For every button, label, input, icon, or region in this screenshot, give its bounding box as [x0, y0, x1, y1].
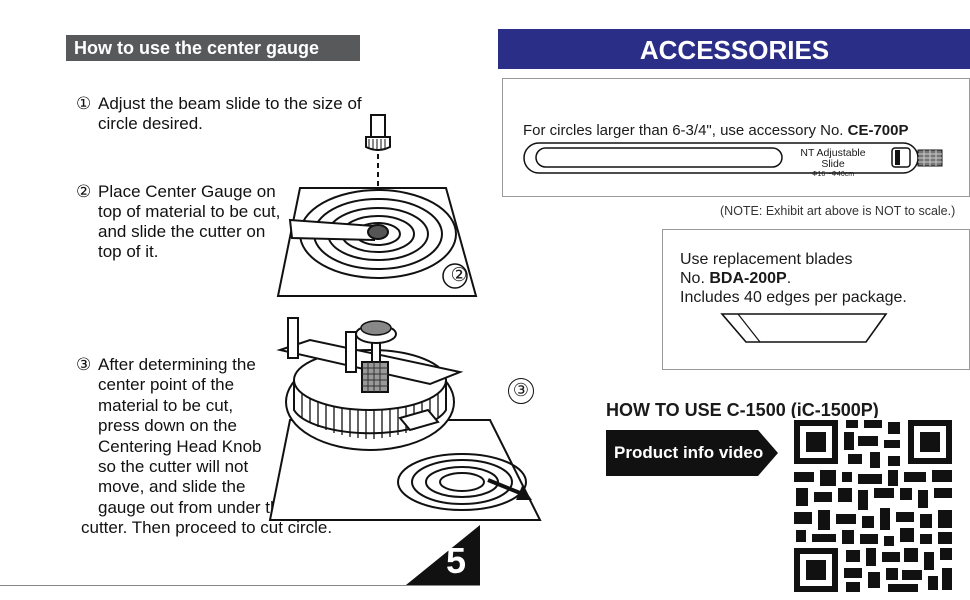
step-3-line-4: press down on the: [98, 416, 237, 436]
step-2-line-2: top of material to be cut,: [98, 202, 281, 221]
step-3-line-8: gauge out from under the: [98, 497, 289, 517]
step-3-line-7: move, and slide the: [98, 477, 246, 497]
step-3-line-9: cutter. Then proceed to cut circle.: [81, 518, 333, 538]
replacement-blades-text: Use replacement blades No. BDA-200P. Inc…: [680, 250, 907, 307]
blades-part-number: BDA-200P: [709, 270, 787, 287]
step-1-line-2: circle desired.: [98, 114, 203, 133]
figure-3-label: ③: [512, 380, 530, 400]
figure-3-circle: [508, 378, 534, 404]
step-3-line-5: Centering Head Knob: [98, 436, 262, 456]
step-2-line-1: Place Center Gauge on: [98, 182, 276, 201]
qr-code-icon[interactable]: [792, 418, 954, 594]
product-info-video-button[interactable]: Product info video: [606, 430, 778, 476]
page-number-tab: [406, 525, 480, 585]
step-3-line-1: After determining the: [98, 355, 256, 374]
step-1-line-1: Adjust the beam slide to the size of: [98, 94, 362, 113]
page-number: 5: [446, 540, 467, 581]
figure-2-illustration: [276, 114, 478, 297]
step-1: ① Adjust the beam slide to the size of ci…: [76, 94, 362, 134]
arrow-right-icon: [606, 430, 778, 476]
step-3-line-3: material to be cut,: [98, 395, 234, 415]
step-2-line-3: and slide the cutter on: [98, 222, 266, 241]
section-heading: How to use the center gauge: [66, 35, 360, 61]
blades-line-2: No. BDA-200P.: [680, 269, 907, 288]
step-2-number: ②: [76, 182, 92, 201]
step-3-number: ③: [76, 355, 92, 374]
step-3-line-2: center point of the: [98, 375, 235, 395]
step-1-number: ①: [76, 94, 92, 113]
accessory-description: For circles larger than 6-3/4", use acce…: [523, 122, 909, 139]
step-3-line-6: so the cutter will not: [98, 457, 249, 477]
blades-line-2-suffix: .: [786, 270, 792, 287]
bottom-rule: [0, 585, 480, 586]
slide-range: Φ16 ~Φ40cm: [811, 171, 855, 178]
blades-line-3: Includes 40 edges per package.: [680, 289, 907, 306]
step-2: ② Place Center Gauge on top of material t…: [76, 182, 280, 262]
adjustable-slide-illustration: [523, 142, 943, 174]
accessory-text: For circles larger than 6-3/4", use acce…: [523, 122, 848, 139]
blades-line-1: Use replacement blades: [680, 251, 853, 268]
slide-label: NT Adjustable Slide: [800, 147, 866, 170]
howto-title: HOW TO USE C-1500 (iC-1500P): [606, 400, 879, 420]
slide-label-group: NT Adjustable Slide Φ16 ~Φ40cm: [788, 148, 878, 179]
figure-2-label: ②: [450, 265, 468, 286]
step-2-line-4: top of it.: [98, 242, 159, 261]
accessories-title: ACCESSORIES: [498, 29, 970, 69]
accessory-part-number: CE-700P: [847, 122, 909, 139]
blades-line-2-prefix: No.: [680, 270, 710, 287]
figure-3-illustration: [268, 317, 542, 521]
scale-note: (NOTE: Exhibit art above is NOT to scale…: [720, 204, 956, 218]
blade-illustration: [720, 313, 888, 343]
step-3: ③ After determining the center point of t…: [76, 355, 332, 539]
video-button-label: Product info video: [614, 443, 764, 462]
